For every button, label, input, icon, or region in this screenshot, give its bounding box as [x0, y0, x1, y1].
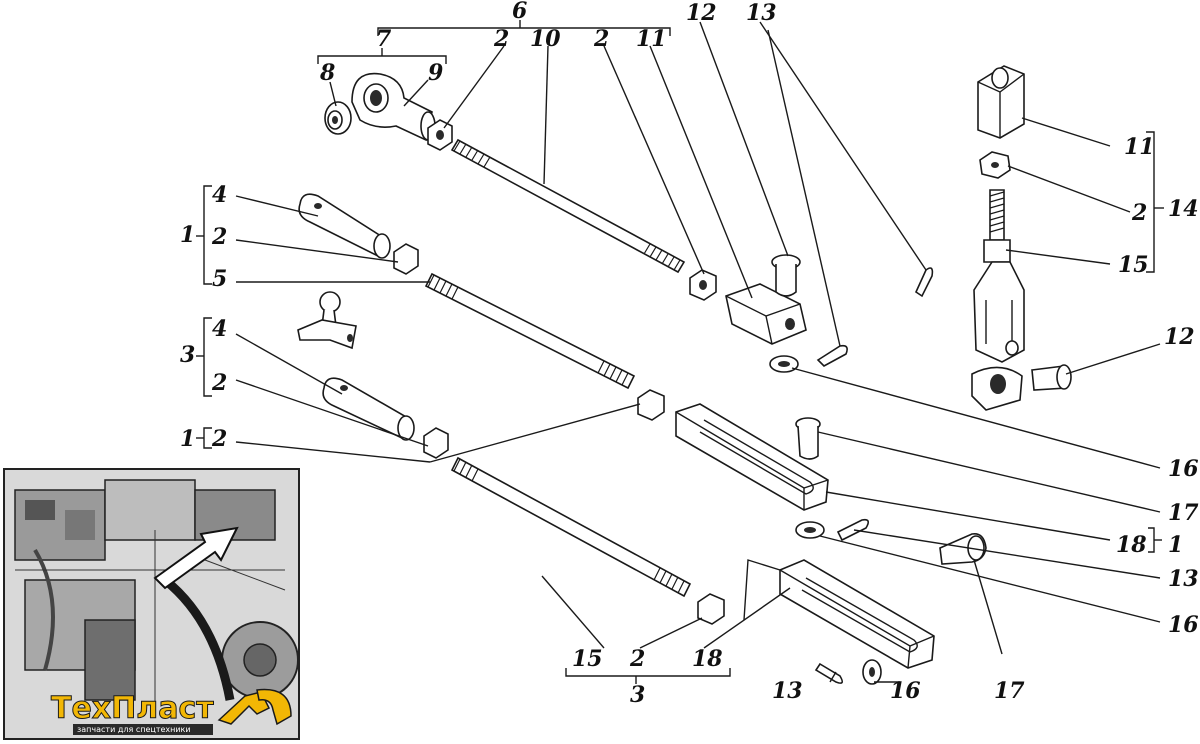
label-7: 7 — [376, 26, 392, 52]
label-14: 14 — [1168, 196, 1199, 222]
bracket-1-right — [1148, 527, 1162, 553]
hex-nut-top — [427, 119, 453, 151]
label-13: 13 — [1168, 566, 1199, 592]
label-16: 16 — [1168, 612, 1199, 638]
slotted-link-18b — [779, 559, 935, 669]
cotter-pin-13d — [814, 662, 844, 684]
cotter-pin-13a — [914, 267, 934, 298]
hex-nut-right — [689, 269, 717, 301]
pivot-block — [971, 366, 1023, 411]
washer-16c — [862, 659, 882, 685]
eye-end-9 — [351, 72, 436, 142]
hex-nut-5 — [637, 389, 665, 421]
label-17: 17 — [994, 678, 1025, 704]
label-10: 10 — [530, 26, 561, 52]
logo-brand-text: ТехПласт — [51, 691, 214, 726]
label-5: 5 — [212, 266, 227, 292]
bracket-1-left-b — [196, 427, 212, 449]
slotted-link-18a — [675, 403, 829, 511]
label-9: 9 — [428, 60, 443, 86]
rod-15-lower — [450, 456, 692, 598]
label-18: 18 — [692, 646, 723, 672]
label-16: 16 — [1168, 456, 1199, 482]
label-6: 6 — [512, 0, 527, 24]
logo-tagline: запчасти для спецтехники — [77, 725, 191, 734]
hex-nut-right-col — [979, 151, 1011, 179]
label-13: 13 — [746, 0, 777, 26]
screw-15 — [973, 189, 1025, 363]
label-2: 2 — [1131, 200, 1147, 226]
hex-nut-4a — [393, 243, 419, 275]
sleeve-4b — [322, 377, 415, 441]
leader-lines — [235, 21, 1161, 683]
hex-nut-15 — [697, 593, 725, 625]
bracket-1-left — [196, 185, 212, 285]
rod-5 — [424, 272, 636, 390]
clevis-11-right — [977, 65, 1025, 139]
location-inset-photo: ТехПласт запчасти для спецтехники — [3, 468, 300, 740]
sleeve-4a — [298, 193, 391, 259]
cotter-pin-13c — [836, 518, 870, 542]
rod-10 — [450, 138, 686, 274]
ball-bracket — [297, 291, 357, 350]
label-15: 15 — [1118, 252, 1149, 278]
cotter-pin-13b — [816, 344, 848, 367]
washer-16a — [769, 355, 799, 373]
pin-17a — [795, 417, 821, 460]
label-2: 2 — [593, 26, 609, 52]
label-4: 4 — [212, 182, 227, 208]
label-2: 2 — [211, 224, 227, 250]
pin-12 — [771, 254, 801, 297]
pin-17b — [939, 532, 987, 565]
label-11: 11 — [1124, 134, 1155, 160]
label-16: 16 — [890, 678, 921, 704]
label-2: 2 — [629, 646, 645, 672]
label-17: 17 — [1168, 500, 1199, 526]
hex-nut-4b — [423, 427, 449, 459]
inset-svg: ТехПласт запчасти для спецтехники — [5, 470, 298, 738]
label-3: 3 — [180, 342, 195, 368]
label-2: 2 — [211, 426, 227, 452]
label-1: 1 — [1168, 532, 1183, 558]
label-11: 11 — [636, 26, 667, 52]
callout-numbers: 6 7 2 10 2 11 12 13 8 9 1 4 2 5 3 4 2 1 … — [180, 0, 1199, 708]
bracket-3-bottom — [565, 668, 731, 684]
clevis-11 — [725, 283, 807, 345]
bracket-14 — [1146, 131, 1164, 273]
label-4: 4 — [212, 316, 227, 342]
label-2: 2 — [211, 370, 227, 396]
label-12: 12 — [1164, 324, 1195, 350]
label-18: 18 — [1116, 532, 1147, 558]
label-12: 12 — [686, 0, 717, 26]
nut-8 — [324, 101, 352, 135]
bracket-7 — [317, 48, 447, 64]
bracket-3-left — [196, 317, 212, 397]
label-3: 3 — [630, 682, 645, 708]
label-2: 2 — [493, 26, 509, 52]
label-8: 8 — [319, 60, 335, 86]
bracket-6 — [377, 20, 671, 36]
pin-12-right — [1031, 364, 1072, 391]
label-15: 15 — [572, 646, 603, 672]
label-1: 1 — [180, 426, 195, 452]
label-1: 1 — [180, 222, 195, 248]
excavator-logo-icon — [217, 688, 292, 726]
washer-16b — [795, 521, 825, 539]
label-13: 13 — [772, 678, 803, 704]
